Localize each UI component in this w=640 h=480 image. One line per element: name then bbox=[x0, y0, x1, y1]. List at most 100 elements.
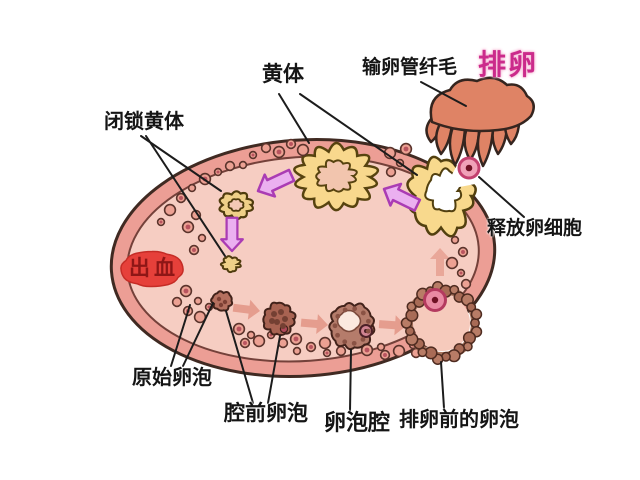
primordial-follicle-core bbox=[459, 271, 463, 275]
primordial-follicle-core bbox=[383, 353, 387, 357]
preovulatory-follicle bbox=[400, 281, 483, 365]
granulosa-dot bbox=[365, 328, 371, 334]
granulosa-dot bbox=[342, 307, 348, 313]
primordial-follicle-dot bbox=[392, 344, 406, 358]
arrow-to-ovulation bbox=[430, 248, 450, 276]
leader-atretic-1 bbox=[140, 135, 222, 192]
primordial-follicle-core bbox=[185, 224, 191, 230]
leader-atretic-2 bbox=[145, 135, 226, 257]
preantral-follicle-large bbox=[262, 301, 297, 337]
label-release-of-egg-cell: 释放卵细胞 bbox=[487, 217, 583, 239]
granulosa-dot bbox=[342, 339, 348, 345]
granulosa-dot bbox=[282, 316, 288, 322]
leader-cilia bbox=[420, 81, 467, 107]
primordial-follicle-core bbox=[179, 196, 183, 200]
primordial-follicle-core bbox=[243, 341, 247, 345]
label-atretic-corpus-luteum: 闭锁黄体 bbox=[104, 109, 184, 133]
leader-antrum bbox=[349, 349, 352, 412]
luteal-phase-arrows bbox=[220, 168, 422, 253]
granulosa-dot bbox=[332, 323, 338, 329]
granulosa-dot bbox=[360, 336, 366, 342]
leader-corpus-luteum-1 bbox=[278, 93, 310, 144]
leader-primordial-2 bbox=[182, 302, 214, 367]
primordial-follicle-dot bbox=[193, 296, 203, 306]
primordial-follicle-dot bbox=[460, 278, 472, 290]
primordial-follicle-core bbox=[325, 351, 329, 355]
leader-lines bbox=[140, 81, 525, 412]
primordial-follicle-dot bbox=[445, 256, 459, 270]
leader-preovulatory bbox=[440, 361, 445, 409]
primordial-follicle-dot bbox=[450, 235, 460, 245]
primordial-follicle-dot bbox=[187, 183, 197, 193]
granulosa-dot bbox=[351, 340, 357, 346]
primordial-follicle-dot bbox=[238, 160, 248, 170]
hemorrhage-badge bbox=[120, 250, 184, 288]
granulosa-bump bbox=[466, 302, 477, 313]
label-ovulation: 排卵 bbox=[478, 48, 539, 81]
primordial-follicle-dot bbox=[292, 346, 302, 356]
atretic-corpus-luteum bbox=[218, 190, 255, 274]
label-corpus-luteum: 黄体 bbox=[262, 62, 304, 86]
granulosa-dot bbox=[360, 310, 366, 316]
arrow-atretic-degeneration bbox=[220, 216, 244, 253]
leader-preantral-1 bbox=[225, 310, 254, 404]
arrow-stage-2 bbox=[300, 314, 328, 335]
released-oocyte-nucleus bbox=[465, 164, 473, 172]
label-follicular-antrum: 卵泡腔 bbox=[324, 411, 391, 436]
label-preantral-follicle: 腔前卵泡 bbox=[224, 401, 308, 425]
granulosa-dot bbox=[271, 311, 277, 317]
arrow-corpus-luteum-to-atretic bbox=[256, 168, 296, 198]
label-hemorrhage: 出血 bbox=[129, 256, 179, 280]
primordial-follicle-dot bbox=[252, 334, 266, 348]
primordial-follicle-dot bbox=[296, 143, 310, 157]
primordial-follicle-core bbox=[364, 347, 370, 353]
degenerated-remnant bbox=[219, 255, 242, 274]
leader-preantral-2 bbox=[267, 335, 281, 404]
granulosa-dot bbox=[365, 318, 371, 324]
primordial-follicle-core bbox=[236, 326, 242, 332]
label-preovulatory-follicle: 排卵前的卵泡 bbox=[399, 407, 519, 431]
granulosa-dot bbox=[218, 302, 224, 308]
leader-primordial-1 bbox=[170, 304, 191, 367]
primordial-follicle-core bbox=[293, 336, 299, 342]
granulosa-dot bbox=[269, 318, 275, 324]
granulosa-dot bbox=[335, 332, 340, 338]
corpus-luteum-core bbox=[315, 159, 358, 193]
granulosa-dot bbox=[280, 323, 286, 329]
granulosa-bump bbox=[470, 308, 483, 321]
primordial-follicle-dot bbox=[260, 142, 272, 154]
arrow-ovulation-to-corpus-luteum bbox=[382, 182, 422, 212]
arrow-stage-3 bbox=[378, 315, 406, 336]
primordial-follicles bbox=[156, 138, 472, 361]
antral-follicle bbox=[328, 302, 376, 351]
granulosa-dot bbox=[352, 306, 358, 312]
primordial-follicle-dot bbox=[197, 233, 207, 243]
granulosa-dot bbox=[335, 313, 341, 319]
granulosa-dot bbox=[278, 309, 284, 315]
released-oocyte bbox=[457, 156, 481, 180]
arrow-stage-1 bbox=[232, 299, 260, 320]
granulosa-bump bbox=[449, 284, 460, 295]
primordial-follicle-dot bbox=[335, 345, 347, 357]
preantral-follicle-small bbox=[210, 290, 234, 312]
primordial-follicle-dot bbox=[224, 160, 236, 172]
primordial-follicle-core bbox=[276, 149, 282, 155]
primordial-follicle-core bbox=[309, 345, 313, 349]
primordial-follicle-dot bbox=[163, 203, 177, 217]
ovulation-site bbox=[406, 144, 496, 238]
leader-corpus-luteum-2 bbox=[299, 93, 418, 176]
corpus-luteum bbox=[293, 141, 380, 212]
granulosa-dot bbox=[216, 296, 222, 302]
primordial-follicle-core bbox=[403, 146, 409, 152]
preovulatory-oocyte-nucleus bbox=[431, 296, 439, 304]
granulosa-bump bbox=[470, 318, 480, 328]
primordial-follicle-dot bbox=[376, 342, 386, 352]
primordial-follicle-core bbox=[461, 250, 465, 254]
primordial-follicle-dot bbox=[318, 336, 332, 350]
label-primordial-follicle: 原始卵泡 bbox=[132, 365, 212, 389]
granulosa-dot bbox=[274, 319, 280, 325]
fimbria-cap bbox=[429, 76, 535, 133]
primordial-follicle-dot bbox=[171, 296, 183, 308]
